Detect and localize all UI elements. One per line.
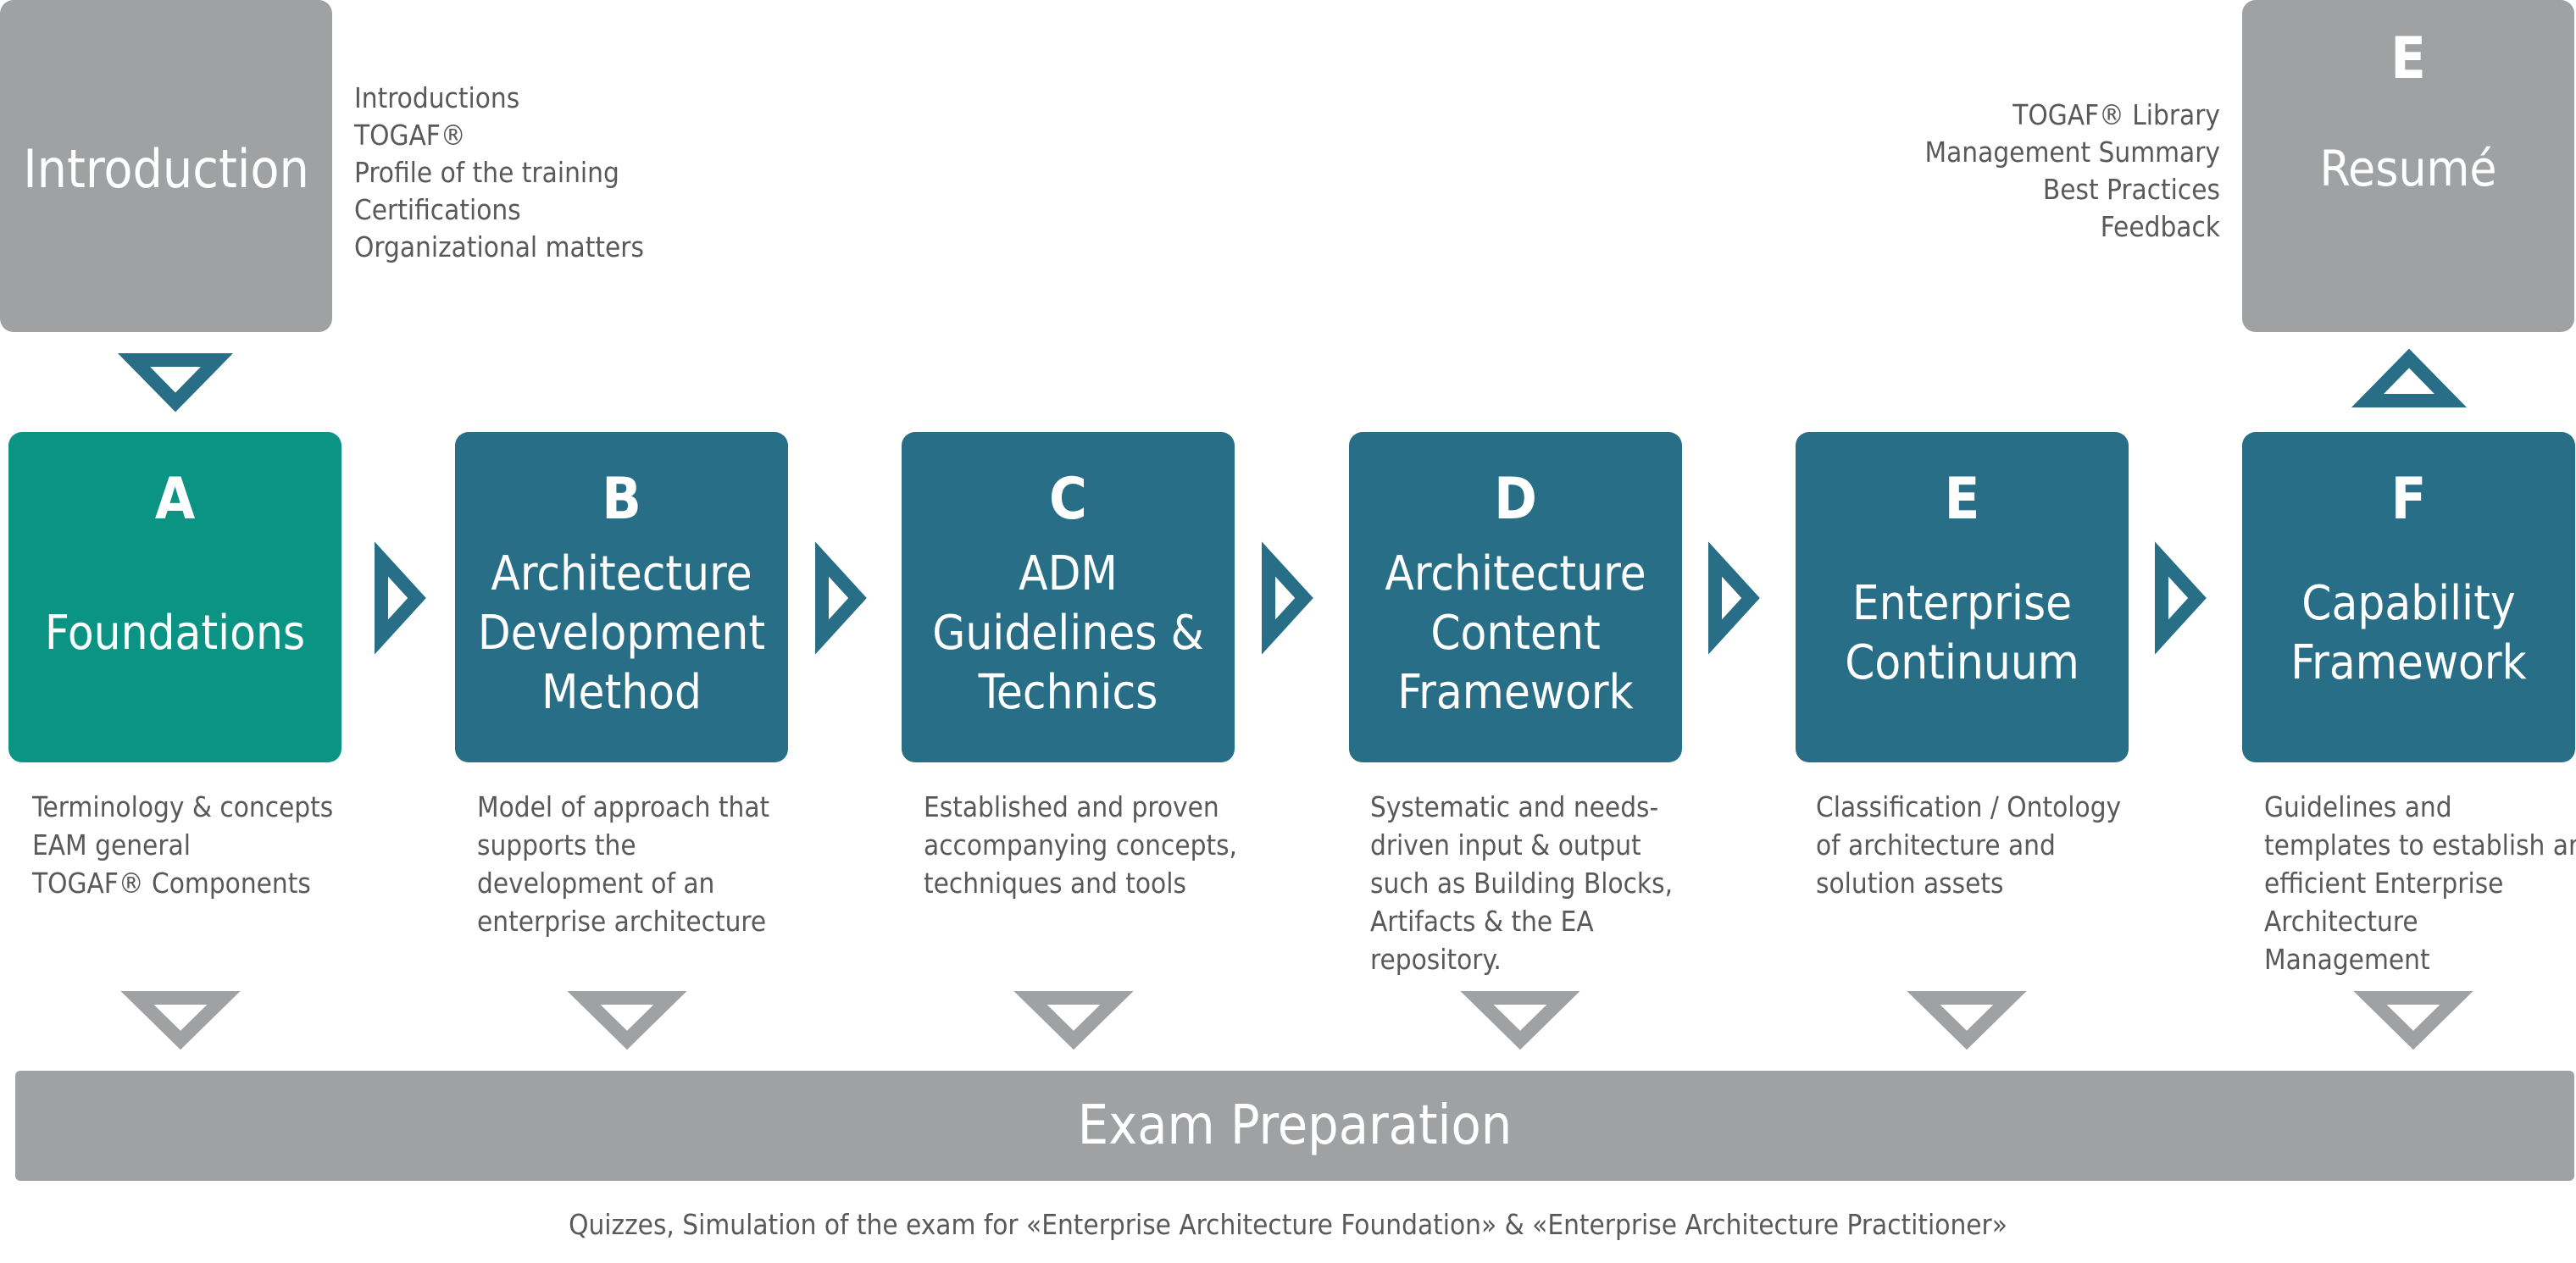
arrow-down-icon [120,991,241,1050]
introduction-topic: Profile of the training [354,156,619,189]
module-letter: E [1944,466,1980,533]
introduction-topic: Organizational matters [354,230,644,263]
module-a-description: Terminology & concepts EAM general TOGAF… [32,788,354,902]
introduction-title: Introduction [23,138,309,200]
module-b-description: Model of approach that supports the deve… [477,790,770,938]
module-letter: F [2390,466,2427,533]
exam-preparation-subtitle: Quizzes, Simulation of the exam for «Ent… [569,1208,2007,1241]
module-title: ADM Guidelines & Technics [932,546,1204,720]
module-d-description: Systematic and needs-driven input & outp… [1370,790,1674,976]
arrow-right-icon [2155,541,2207,655]
module-title: Foundations [44,605,306,661]
arrow-up-icon [2351,348,2468,407]
resume-title: Resumé [2319,140,2497,197]
module-d-content-framework: D Architecture Content Framework [1349,432,1682,762]
resume-letter: E [2390,25,2426,92]
module-letter: C [1049,466,1087,533]
module-title: Capability Framework [2290,575,2527,690]
resume-topics: TOGAF® Library Management Summary Best P… [1925,97,2221,246]
introduction-topic: TOGAF® [354,119,466,152]
module-letter: D [1494,466,1537,533]
arrow-down-icon [2353,991,2473,1050]
module-f-description: Guidelines and templates to establish an… [2264,790,2576,976]
introduction-topic: Certifications [354,193,521,226]
module-b-adm: B Architecture Development Method [455,432,788,762]
module-title: Architecture Development Method [477,546,766,720]
module-c-guidelines: C ADM Guidelines & Technics [902,432,1235,762]
arrow-right-icon [1262,541,1313,655]
resume-topic: TOGAF® Library [2012,98,2220,131]
module-letter: B [602,466,641,533]
arrow-right-icon [815,541,867,655]
introduction-topics: Introductions TOGAF® Profile of the trai… [354,80,644,266]
resume-topic: Management Summary [1924,136,2221,169]
arrow-right-icon [375,541,426,655]
introduction-topic: Introductions [354,81,520,114]
description-line: Terminology & concepts [32,790,334,823]
module-title: Architecture Content Framework [1385,546,1646,720]
resume-box: E Resumé [2242,0,2574,332]
arrow-down-icon [567,991,687,1050]
arrow-down-icon [117,353,234,413]
exam-preparation-bar: Exam Preparation [15,1071,2574,1181]
module-e-continuum: E Enterprise Continuum [1796,432,2129,762]
module-e-description: Classification / Ontology of architectur… [1816,790,2122,900]
module-c-description: Established and proven accompanying conc… [924,790,1237,900]
module-title: Enterprise Continuum [1845,575,2079,690]
arrow-right-icon [1708,541,1760,655]
resume-topic: Best Practices [2042,173,2220,206]
description-line: EAM general [32,828,191,861]
module-letter: A [154,466,196,533]
arrow-down-icon [1907,991,2027,1050]
module-a-foundations: A Foundations [8,432,341,762]
arrow-down-icon [1013,991,1134,1050]
introduction-box: Introduction [0,0,332,332]
module-f-capability: F Capability Framework [2242,432,2575,762]
resume-topic: Feedback [2100,210,2220,243]
arrow-down-icon [1460,991,1580,1050]
description-line: TOGAF® Components [32,867,311,900]
